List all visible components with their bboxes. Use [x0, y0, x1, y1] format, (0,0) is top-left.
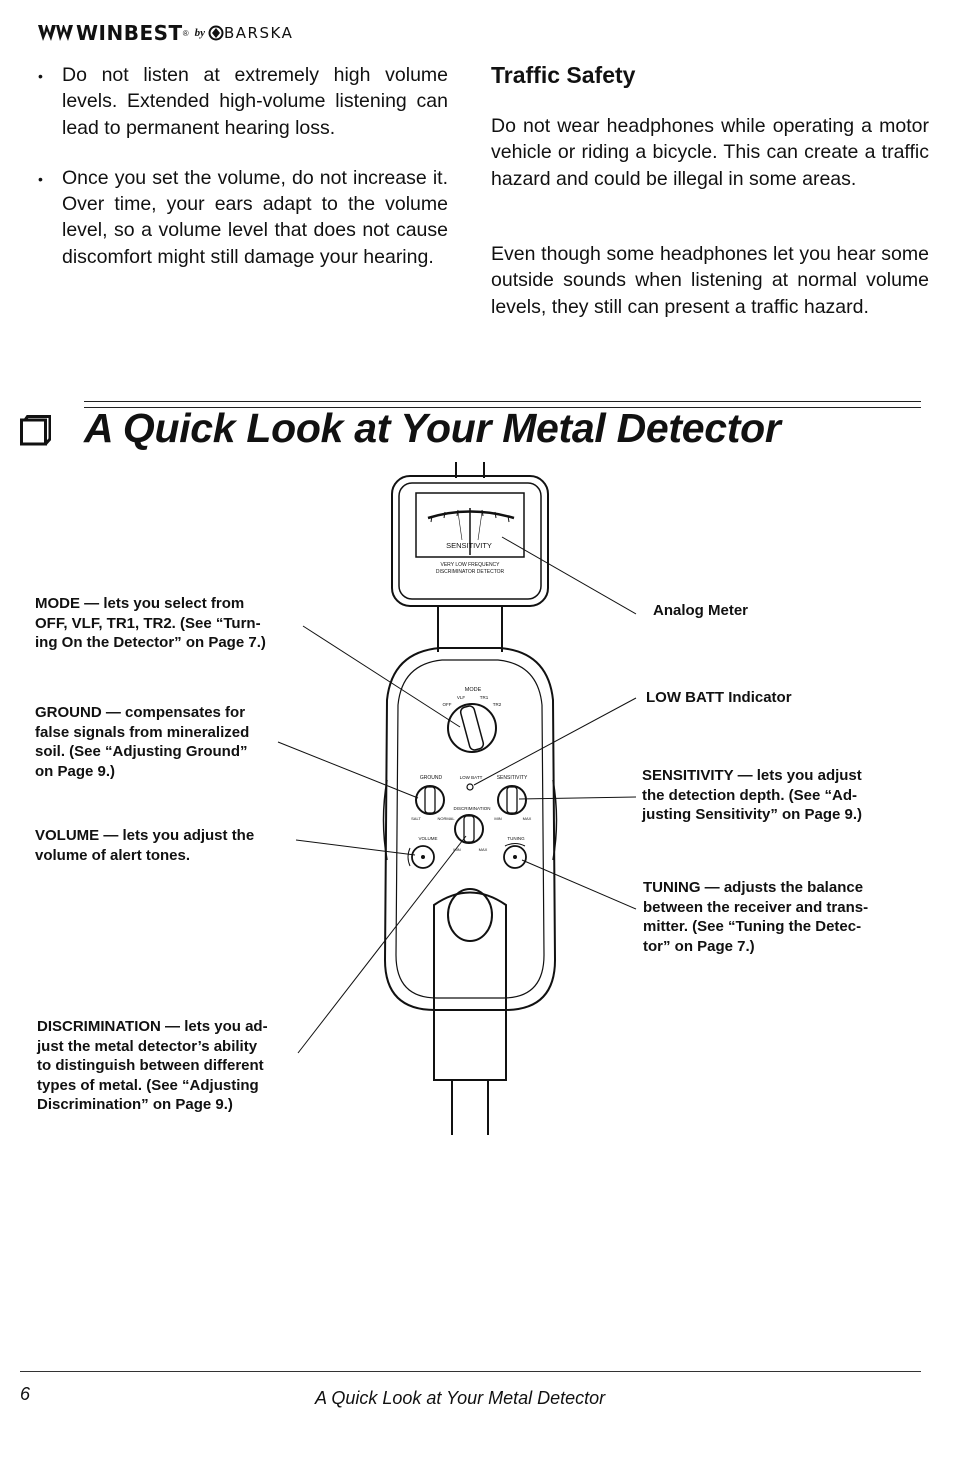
sensitivity-max-label: MAX	[523, 816, 532, 821]
volume-label: VOLUME	[418, 836, 437, 841]
sensitivity-label: SENSITIVITY	[497, 775, 528, 781]
traffic-safety-paragraph-1: Do not wear headphones while operating a…	[491, 115, 929, 190]
ground-callout-line: false signals from mineralized	[35, 723, 250, 741]
sensitivity-knob[interactable]	[497, 785, 527, 815]
meter-scale-label: SENSITIVITY	[446, 541, 492, 550]
discrimination-callout-line: Discrimination” on Page 9.)	[37, 1096, 233, 1113]
mode-callout-line: OFF, VLF, TR1, TR2. (See “Turn-	[35, 614, 261, 632]
sensitivity-callout-line: the detection depth. (See “Ad-	[642, 786, 858, 804]
hearing-safety-bullets: • Do not listen at extremely high volume…	[38, 62, 448, 294]
bullet-text: Once you set the volume, do not increase…	[62, 166, 448, 268]
low-batt-label: LOW BATT	[460, 775, 483, 780]
discrimination-callout-line: DISCRIMINATION — lets you ad-	[37, 1018, 268, 1035]
control-panel	[395, 659, 545, 999]
brand-by: by	[194, 27, 205, 39]
mode-callout: MODE — lets you select from OFF, VLF, TR…	[35, 594, 266, 653]
tuning-callout-line: tor” on Page 7.)	[643, 937, 755, 955]
mode-knob[interactable]	[447, 703, 497, 753]
mode-callout-line: MODE — lets you select from	[35, 595, 245, 612]
ground-callout-line: on Page 9.)	[35, 762, 116, 780]
mode-label: MODE	[465, 687, 482, 693]
low-batt-indicator-icon	[466, 783, 474, 791]
checkbox-icon	[20, 415, 51, 446]
metal-detector-diagram: SENSITIVITY VERY LOW FREQUENCY DISCRIMIN…	[277, 462, 637, 1135]
low-batt-callout: LOW BATT Indicator	[646, 689, 792, 706]
meter-housing	[391, 475, 549, 607]
section-title: A Quick Look at Your Metal Detector	[84, 405, 781, 451]
tuning-label: TUNING	[507, 836, 525, 841]
ground-callout-line: GROUND — compensates for	[35, 704, 246, 721]
title-rule-bottom	[84, 407, 921, 408]
traffic-safety-paragraph-2: Even though some headphones let you hear…	[491, 243, 929, 318]
handle-grip	[447, 888, 493, 942]
discrimination-max-label: MAX	[479, 847, 488, 852]
meter-housing-inner	[398, 482, 542, 600]
traffic-safety-heading: Traffic Safety	[491, 62, 636, 88]
tuning-callout-line: between the receiver and trans-	[643, 898, 869, 916]
volume-callout: VOLUME — lets you adjust the volume of a…	[35, 826, 254, 865]
ground-normal-label: NORMAL	[437, 816, 455, 821]
sensitivity-callout-line: SENSITIVITY — lets you adjust	[642, 767, 862, 784]
bullet-item: • Do not listen at extremely high volume…	[38, 62, 448, 141]
mode-callout-line: ing On the Detector” on Page 7.)	[35, 634, 266, 651]
discrimination-label: DISCRIMINATION	[454, 806, 491, 811]
discrimination-knob[interactable]	[454, 814, 484, 844]
discrimination-callout: DISCRIMINATION — lets you ad- just the m…	[37, 1017, 268, 1115]
volume-callout-line: VOLUME — lets you adjust the	[35, 827, 255, 844]
meter-scale	[427, 508, 515, 555]
winbest-w-icon	[38, 25, 73, 41]
brand-barska: BARSKA	[224, 24, 294, 42]
sensitivity-min-label: MIN	[494, 816, 501, 821]
discrimination-callout-line: types of metal. (See “Adjusting	[37, 1076, 259, 1094]
sensitivity-callout-line: justing Sensitivity” on Page 9.)	[642, 806, 863, 823]
mode-off-label: OFF	[443, 702, 452, 707]
mode-tr2-label: TR2	[493, 702, 502, 707]
ground-knob[interactable]	[415, 785, 445, 815]
ground-callout: GROUND — compensates for false signals f…	[35, 703, 249, 781]
mode-vlf-label: VLF	[457, 695, 466, 700]
tuning-callout-line: TUNING — adjusts the balance	[643, 879, 864, 896]
bullet-dot-icon: •	[38, 68, 43, 84]
ground-callout-line: soil. (See “Adjusting Ground”	[35, 743, 248, 760]
mode-tr1-label: TR1	[480, 695, 489, 700]
tuning-knob[interactable]	[503, 845, 527, 869]
barska-logo-icon	[208, 25, 224, 41]
leader-lines	[277, 536, 637, 1054]
tuning-callout-line: mitter. (See “Tuning the Detec-	[643, 918, 862, 935]
bullet-dot-icon: •	[38, 170, 43, 187]
discrimination-callout-line: just the metal detector’s ability	[37, 1037, 258, 1055]
bullet-text: Do not listen at extremely high volume l…	[62, 64, 448, 139]
meter-caption-1: VERY LOW FREQUENCY	[441, 562, 501, 568]
footer-rule	[20, 1371, 921, 1372]
ground-label: GROUND	[420, 775, 443, 781]
discrimination-callout-line: to distinguish between different	[37, 1057, 264, 1074]
title-rule-top	[84, 401, 921, 402]
registered-mark-icon: ®	[182, 28, 189, 38]
ground-salt-label: SALT	[411, 816, 421, 821]
page-number: 6	[20, 1384, 31, 1404]
tuning-callout: TUNING — adjusts the balance between the…	[643, 878, 868, 956]
meter-face	[415, 492, 525, 558]
footer-title: A Quick Look at Your Metal Detector	[315, 1388, 606, 1408]
brand-logo: WINBEST ® by BARSKA	[38, 20, 293, 46]
meter-caption-2: DISCRIMINATOR DETECTOR	[436, 569, 505, 575]
analog-meter-callout: Analog Meter	[653, 602, 749, 619]
volume-knob[interactable]	[411, 845, 435, 869]
discrimination-min-label: MIN	[453, 847, 460, 852]
bullet-item: • Once you set the volume, do not increa…	[38, 165, 448, 270]
brand-name: WINBEST	[76, 21, 183, 45]
handle	[433, 891, 507, 1081]
volume-callout-line: volume of alert tones.	[35, 846, 191, 864]
sensitivity-callout: SENSITIVITY — lets you adjust the detect…	[642, 766, 862, 825]
